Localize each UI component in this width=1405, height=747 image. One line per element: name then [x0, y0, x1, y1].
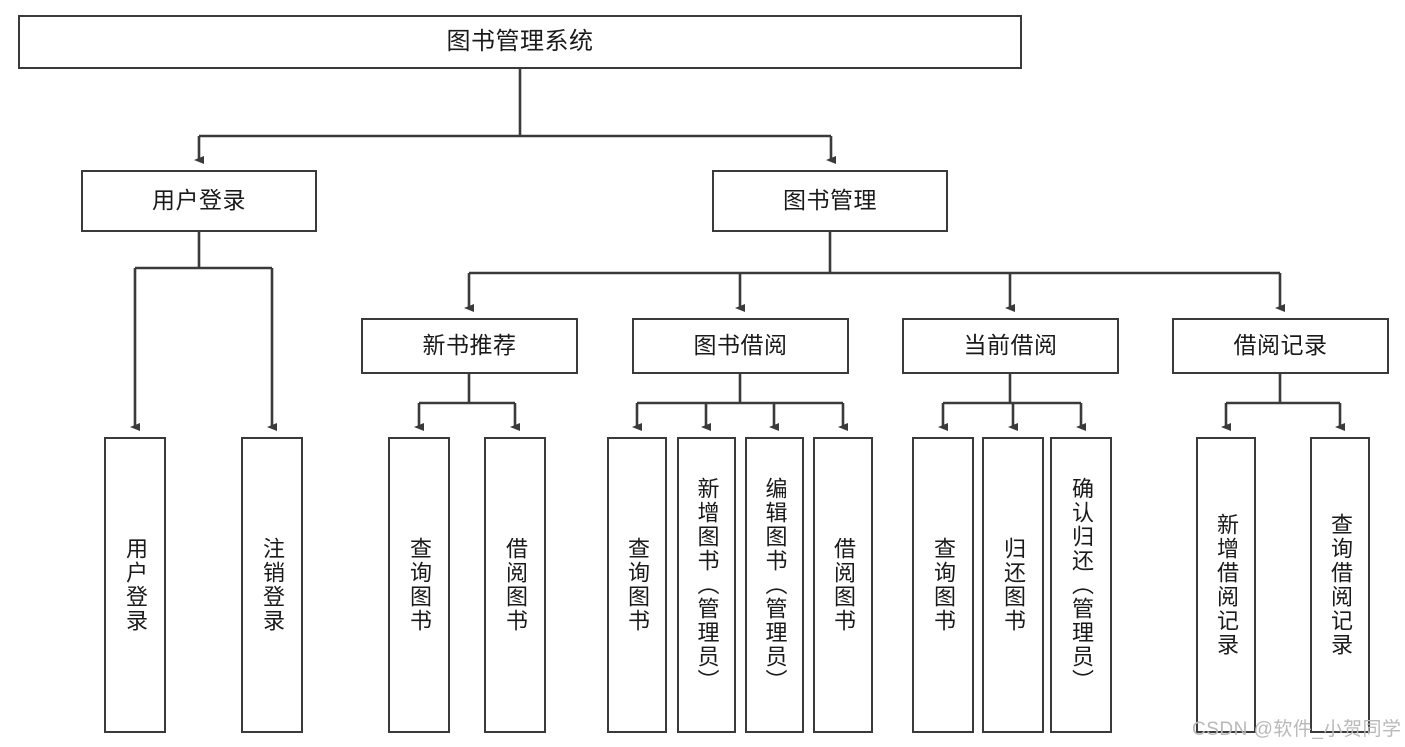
node-leaf-edit-book-label: 编辑图书（管理员）	[762, 477, 788, 693]
node-leaf-user-login-label: 用户登录	[122, 537, 148, 633]
node-book-manage[interactable]: 图书管理	[712, 170, 948, 232]
node-leaf-add-book-label: 新增图书（管理员）	[694, 477, 720, 693]
node-book-borrow-label: 图书借阅	[693, 332, 788, 359]
node-book-borrow[interactable]: 图书借阅	[632, 318, 849, 374]
node-current-borrow-label: 当前借阅	[963, 332, 1058, 359]
node-user-login[interactable]: 用户登录	[81, 170, 317, 232]
node-new-book-recommend-label: 新书推荐	[422, 332, 517, 359]
node-leaf-return-book-label: 归还图书	[1000, 537, 1026, 633]
node-leaf-borrow-book-2-label: 借阅图书	[830, 537, 856, 633]
node-leaf-edit-book[interactable]: 编辑图书（管理员）	[745, 437, 804, 733]
node-book-manage-label: 图书管理	[783, 187, 877, 214]
node-leaf-add-record-label: 新增借阅记录	[1213, 513, 1239, 657]
node-leaf-borrow-book-1[interactable]: 借阅图书	[484, 437, 546, 733]
node-leaf-add-book[interactable]: 新增图书（管理员）	[677, 437, 736, 733]
node-root[interactable]: 图书管理系统	[18, 15, 1022, 69]
node-leaf-user-logout[interactable]: 注销登录	[241, 437, 303, 733]
node-leaf-query-record-label: 查询借阅记录	[1327, 513, 1353, 657]
node-leaf-query-book-1[interactable]: 查询图书	[388, 437, 450, 733]
node-borrow-record[interactable]: 借阅记录	[1172, 318, 1389, 374]
node-leaf-user-login[interactable]: 用户登录	[104, 437, 166, 733]
node-leaf-borrow-book-2[interactable]: 借阅图书	[813, 437, 873, 733]
node-new-book-recommend[interactable]: 新书推荐	[361, 318, 578, 374]
watermark: CSDN @软件_小贺同学	[1192, 719, 1402, 740]
node-leaf-add-record[interactable]: 新增借阅记录	[1196, 437, 1256, 733]
node-leaf-query-book-2-label: 查询图书	[624, 537, 650, 633]
node-leaf-confirm-return[interactable]: 确认归还（管理员）	[1050, 437, 1112, 733]
node-borrow-record-label: 借阅记录	[1233, 332, 1328, 359]
node-leaf-query-book-3[interactable]: 查询图书	[912, 437, 974, 733]
node-leaf-confirm-return-label: 确认归还（管理员）	[1068, 477, 1094, 693]
node-leaf-query-record[interactable]: 查询借阅记录	[1310, 437, 1370, 733]
node-leaf-return-book[interactable]: 归还图书	[982, 437, 1044, 733]
node-user-login-label: 用户登录	[152, 187, 246, 214]
node-leaf-query-book-3-label: 查询图书	[930, 537, 956, 633]
node-current-borrow[interactable]: 当前借阅	[902, 318, 1119, 374]
node-leaf-borrow-book-1-label: 借阅图书	[502, 537, 528, 633]
node-root-label: 图书管理系统	[446, 27, 594, 55]
node-leaf-query-book-2[interactable]: 查询图书	[607, 437, 667, 733]
node-leaf-user-logout-label: 注销登录	[259, 537, 285, 633]
node-leaf-query-book-1-label: 查询图书	[406, 537, 432, 633]
